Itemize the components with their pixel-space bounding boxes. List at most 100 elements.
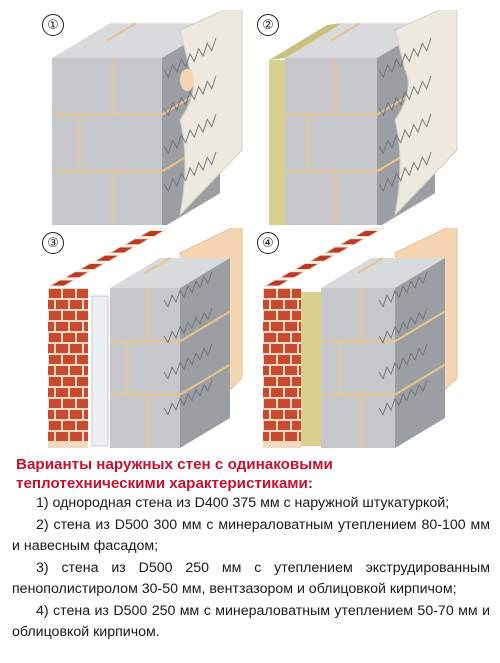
fig3-mesh-line <box>163 307 213 344</box>
fig3-veneer-brick <box>77 399 88 408</box>
fig3-veneer-brick <box>48 300 54 309</box>
fig4-veneer-top-brick <box>263 279 291 287</box>
fig3-veneer-brick <box>49 333 61 342</box>
fig3-veneer-brick <box>70 344 82 353</box>
fig4-veneer-brick <box>263 300 269 309</box>
fig3-veneer-brick <box>48 410 54 419</box>
fig4-insulation-layer <box>301 292 321 446</box>
fig3-veneer-brick <box>48 322 54 331</box>
fig4-veneer-brick <box>264 377 276 386</box>
caption-item-3: 3) стена из D500 250 мм с утеплением экс… <box>12 559 490 598</box>
fig3-veneer-brick <box>56 344 68 353</box>
fig4-veneer-top-brick <box>323 246 351 254</box>
fig3-block-top-joint <box>144 257 171 274</box>
fig4-veneer-brick <box>264 289 276 298</box>
fig3-veneer-brick <box>84 366 88 375</box>
fig4-veneer-brick <box>292 377 301 386</box>
fig1-mesh-line <box>163 151 217 193</box>
fig4-veneer-brick <box>285 300 297 309</box>
wall-variant-2-figure <box>269 10 458 225</box>
fig3-veneer-brick <box>49 399 61 408</box>
fig1-mesh-line <box>163 113 217 155</box>
fig3-block-side-joint <box>179 363 231 396</box>
fig4-veneer-brick <box>271 322 283 331</box>
fig3-veneer-brick <box>49 289 61 298</box>
fig4-veneer-brick <box>292 421 301 430</box>
fig1-mesh-line <box>163 37 217 79</box>
figure-number-2: ② <box>257 14 279 36</box>
fig4-veneer-brick <box>263 344 269 353</box>
fig3-veneer-brick <box>77 311 88 320</box>
fig4-veneer-top-brick <box>293 263 321 270</box>
fig3-veneer-brick <box>63 333 75 342</box>
caption-title-line-1: Варианты наружных стен с одинаковыми <box>16 456 333 473</box>
fig3-veneer-brick <box>48 344 54 353</box>
fig3-veneer-brick <box>56 300 68 309</box>
fig3-veneer-brick <box>48 366 54 375</box>
caption-item-2: 2) стена из D500 300 мм с минераловатным… <box>12 516 490 555</box>
fig4-veneer-brick <box>264 399 276 408</box>
fig3-veneer-brick <box>56 366 68 375</box>
fig4-veneer-brick <box>263 410 269 419</box>
fig4-veneer-brick <box>292 289 301 298</box>
fig3-veneer-brick <box>70 388 82 397</box>
figure-number-3: ③ <box>42 232 64 254</box>
fig3-veneer-brick <box>77 421 88 430</box>
fig1-block-top-joint <box>106 22 137 42</box>
fig4-veneer-brick <box>278 289 290 298</box>
fig4-veneer-brick <box>271 300 283 309</box>
fig3-veneer-brick <box>70 322 82 331</box>
fig3-veneer-brick <box>84 410 88 419</box>
fig4-veneer-top-brick <box>353 230 381 237</box>
fig3-veneer-brick <box>84 432 88 441</box>
fig4-veneer-brick <box>264 333 276 342</box>
fig3-veneer-brick <box>49 421 61 430</box>
fig4-veneer-brick <box>292 333 301 342</box>
fig4-veneer-brick <box>264 311 276 320</box>
fig4-veneer-brick <box>278 355 290 364</box>
fig4-mesh-line <box>378 343 428 380</box>
fig4-veneer-brick <box>271 410 283 419</box>
fig3-veneer-brick <box>63 311 75 320</box>
fig3-veneer-brick <box>63 289 75 298</box>
figure-number-1: ① <box>42 14 64 36</box>
fig1-mesh-line <box>163 75 217 117</box>
fig4-block-top-face <box>321 258 445 288</box>
fig3-veneer-brick <box>63 399 75 408</box>
fig3-mesh-line <box>163 271 213 308</box>
fig2-block-front-face <box>285 58 377 225</box>
fig2-mesh-line <box>378 37 432 79</box>
fig4-veneer-brick <box>299 300 301 309</box>
fig4-veneer-brick <box>292 399 301 408</box>
fig1-block-front-face <box>52 58 162 225</box>
fig3-veneer-brick <box>49 311 61 320</box>
fig3-veneer-brick <box>48 432 54 441</box>
fig3-veneer-brick <box>77 333 88 342</box>
fig2-block-top-joint <box>330 22 361 42</box>
fig3-veneer-brick <box>56 410 68 419</box>
fig4-veneer-brick <box>271 344 283 353</box>
fig4-veneer-brick <box>299 432 301 441</box>
fig4-veneer-brick <box>278 333 290 342</box>
fig3-veneer-top-brick <box>48 279 76 287</box>
fig4-veneer-brick <box>271 388 283 397</box>
fig4-veneer-top-brick <box>338 238 366 246</box>
fig3-veneer-brick <box>84 322 88 331</box>
fig4-veneer-brick <box>271 366 283 375</box>
fig4-veneer-brick <box>278 311 290 320</box>
figure-caption: Варианты наружных стен с одинаковыми теп… <box>12 455 490 644</box>
fig3-block-front-face <box>110 288 180 448</box>
wall-variant-4-figure <box>263 228 458 448</box>
fig3-veneer-brick <box>84 344 88 353</box>
fig4-block-top-joint <box>357 257 384 274</box>
fig4-mesh-line <box>378 307 428 344</box>
fig3-veneer-brick <box>77 377 88 386</box>
fig4-veneer-brick <box>263 322 269 331</box>
fig1-block-top-face <box>52 23 220 58</box>
fig3-veneer-top-brick <box>78 263 106 270</box>
fig3-mesh-line <box>163 343 213 380</box>
fig3-veneer-brick <box>70 410 82 419</box>
fig4-veneer-top-brick <box>278 271 306 279</box>
fig3-veneer-brick <box>63 355 75 364</box>
fig2-insulation-top <box>269 23 343 60</box>
